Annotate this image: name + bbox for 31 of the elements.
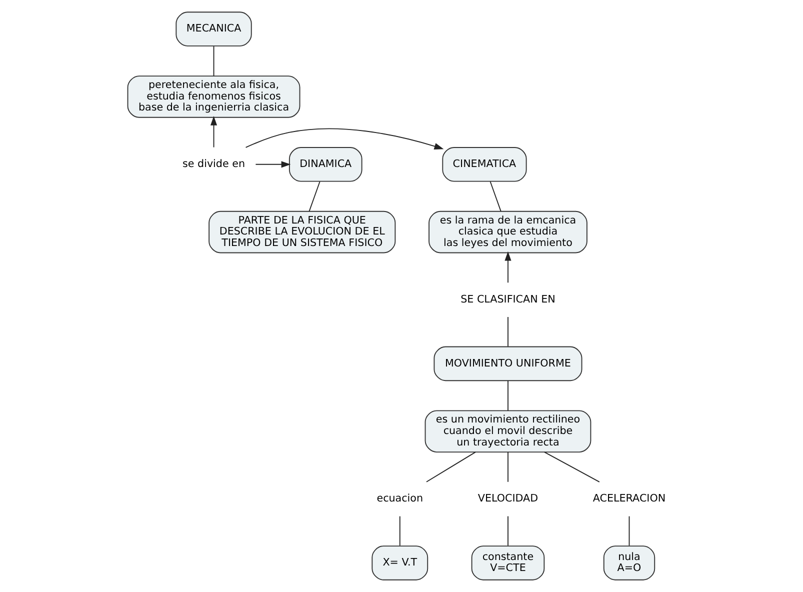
connector <box>426 452 476 482</box>
node-box: DINAMICA <box>288 147 362 182</box>
connector <box>507 452 508 482</box>
node-box: MECANICA <box>175 12 252 46</box>
node-box: nula A=O <box>602 546 655 580</box>
node-text: se divide en <box>182 158 245 170</box>
node-text: SE CLASIFICAN EN <box>460 293 555 306</box>
connector <box>543 452 600 482</box>
node-box: X= V.T <box>371 546 428 580</box>
arrow <box>254 161 290 168</box>
node-text: ACELERACION <box>592 492 666 505</box>
node-text: VELOCIDAD <box>477 492 538 505</box>
node-box: es un movimiento rectilineo cuando el movil describe un trayectoria recta <box>424 410 591 452</box>
node-box: CINEMATICA <box>442 147 526 182</box>
node-box: pereteneciente ala fisica, estudia fenomenos fisicos base de la ingenierria clasica <box>126 76 300 118</box>
connector <box>507 380 508 412</box>
arrow <box>504 251 511 284</box>
node-box: constante V=CTE <box>470 546 544 580</box>
connector <box>308 181 320 212</box>
node-box: MOVIMIENTO UNIFORME <box>433 346 582 382</box>
connector <box>628 516 630 546</box>
connector <box>507 516 508 546</box>
arrow <box>244 128 444 150</box>
node-box: es la rama de la emcanica clasica que estudia las leyes del movimiento <box>428 210 587 254</box>
connector <box>212 46 214 76</box>
connector <box>489 181 501 212</box>
node-box: PARTE DE LA FISICA QUE DESCRIBE LA EVOLUCION DE EL TIEMPO DE UN SISTEMA FISICO <box>208 210 396 254</box>
node-text: ecuacion <box>376 492 423 505</box>
connector <box>507 316 508 347</box>
arrow <box>210 116 217 148</box>
connector <box>398 516 400 546</box>
